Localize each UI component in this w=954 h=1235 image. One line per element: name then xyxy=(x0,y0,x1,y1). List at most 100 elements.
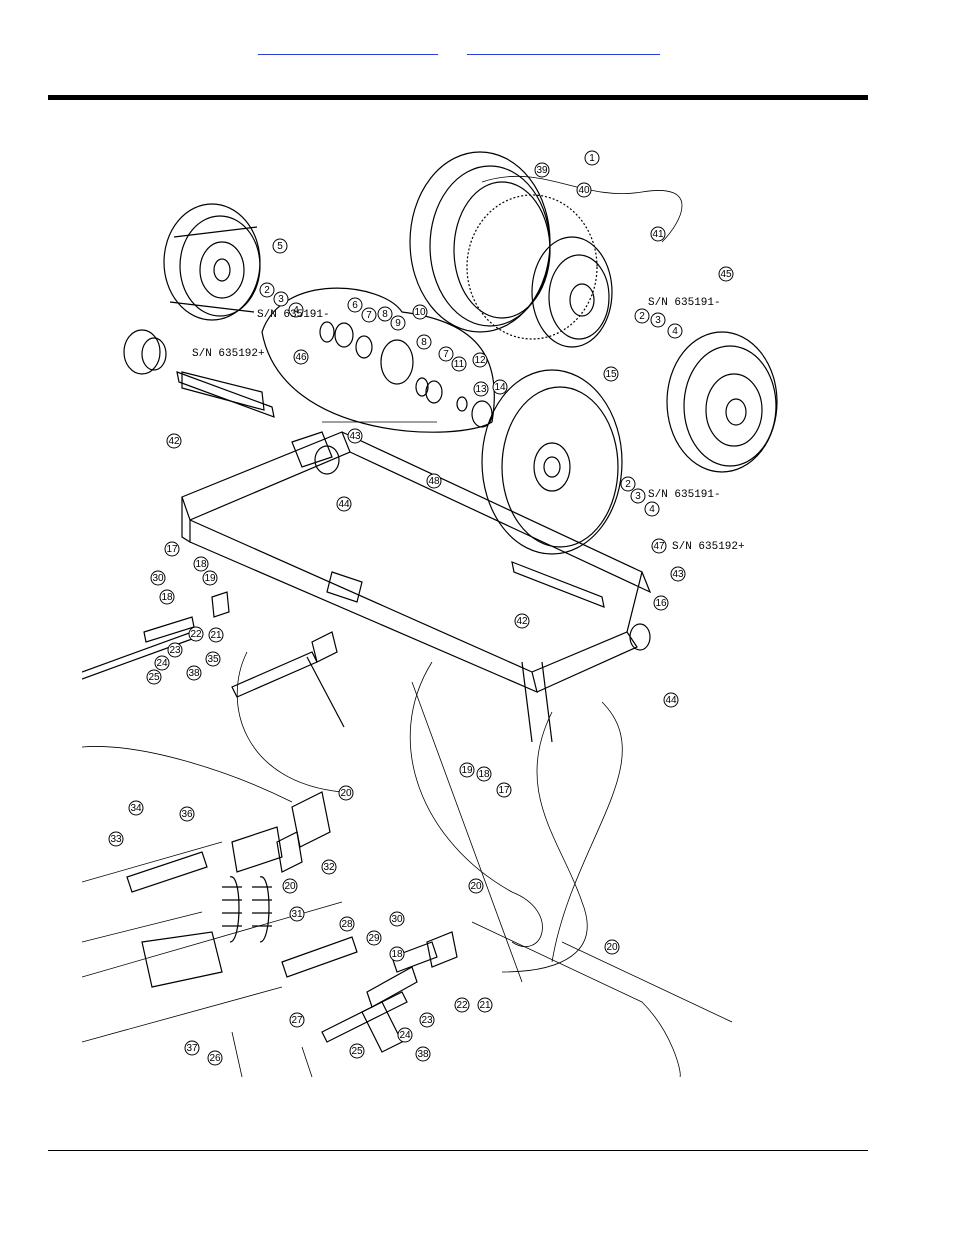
callout-14: 14 xyxy=(492,379,508,395)
axle-frame-drawing xyxy=(181,431,652,743)
svg-text:47: 47 xyxy=(653,541,665,552)
callout-48: 48 xyxy=(426,473,442,489)
callout-18c: 18 xyxy=(476,766,492,782)
svg-text:23: 23 xyxy=(169,645,181,656)
svg-text:27: 27 xyxy=(291,1015,303,1026)
callout-18d: 18 xyxy=(389,946,405,962)
nav-link-1[interactable] xyxy=(258,40,438,55)
serial-notes: S/N 635191- S/N 635192+ S/N 635191- S/N … xyxy=(192,297,745,553)
svg-text:2: 2 xyxy=(639,311,645,322)
callout-12: 12 xyxy=(472,352,488,368)
callout-21b: 21 xyxy=(477,997,493,1013)
callout-17b: 17 xyxy=(496,782,512,798)
callout-20c: 20 xyxy=(468,878,484,894)
svg-text:38: 38 xyxy=(417,1049,429,1060)
parts-diagram: 1 39 40 41 5 2 3 4 45 2 3 4 6 7 8 9 10 8… xyxy=(82,142,798,1077)
svg-text:21: 21 xyxy=(210,630,222,641)
callout-2: 2 xyxy=(259,282,275,298)
svg-text:24: 24 xyxy=(399,1030,411,1041)
callout-41: 41 xyxy=(650,226,666,242)
callout-22: 22 xyxy=(188,626,204,642)
svg-text:43: 43 xyxy=(349,431,361,442)
callout-47: 47 xyxy=(651,538,667,554)
svg-text:18: 18 xyxy=(195,559,207,570)
callout-37: 37 xyxy=(184,1040,200,1056)
callout-20d: 20 xyxy=(604,939,620,955)
svg-text:15: 15 xyxy=(605,369,617,380)
svg-text:23: 23 xyxy=(421,1015,433,1026)
svg-text:2: 2 xyxy=(625,479,631,490)
callout-19b: 19 xyxy=(459,762,475,778)
svg-text:32: 32 xyxy=(323,862,335,873)
callout-labels: 1 39 40 41 5 2 3 4 45 2 3 4 6 7 8 9 10 8… xyxy=(108,150,734,1066)
hub-left-drawing xyxy=(123,329,265,411)
callout-43b: 43 xyxy=(670,566,686,582)
svg-text:8: 8 xyxy=(421,337,427,348)
svg-text:37: 37 xyxy=(186,1043,198,1054)
callout-5: 5 xyxy=(272,238,288,254)
callout-23: 23 xyxy=(167,642,183,658)
callout-10: 10 xyxy=(412,304,428,320)
svg-text:4: 4 xyxy=(293,305,299,316)
callout-35: 35 xyxy=(205,651,221,667)
svg-text:3: 3 xyxy=(655,315,661,326)
callout-42: 42 xyxy=(166,433,182,449)
svg-text:42: 42 xyxy=(516,616,528,627)
svg-text:20: 20 xyxy=(470,881,482,892)
sn-note-4: S/N 635191- xyxy=(648,489,721,501)
svg-text:9: 9 xyxy=(395,318,401,329)
callout-8: 8 xyxy=(377,306,393,322)
svg-text:3: 3 xyxy=(635,491,641,502)
svg-text:11: 11 xyxy=(454,359,465,370)
svg-text:18: 18 xyxy=(478,769,490,780)
deck-outline-drawing xyxy=(82,746,733,1077)
svg-text:20: 20 xyxy=(284,881,296,892)
svg-text:38: 38 xyxy=(188,668,200,679)
callout-23b: 23 xyxy=(419,1012,435,1028)
callout-39: 39 xyxy=(534,162,550,178)
nav-link-2[interactable] xyxy=(467,40,660,55)
callout-22b: 22 xyxy=(454,997,470,1013)
callout-18: 18 xyxy=(193,556,209,572)
callout-31: 31 xyxy=(289,906,305,922)
svg-text:17: 17 xyxy=(166,544,178,555)
callout-2b: 2 xyxy=(634,308,650,324)
callout-33: 33 xyxy=(108,831,124,847)
callout-42b: 42 xyxy=(514,613,530,629)
callout-15: 15 xyxy=(603,366,619,382)
svg-text:46: 46 xyxy=(295,352,307,363)
callout-32: 32 xyxy=(321,859,337,875)
tire-15-drawing xyxy=(481,369,623,555)
callout-9: 9 xyxy=(390,315,406,331)
svg-text:19: 19 xyxy=(461,765,473,776)
svg-text:19: 19 xyxy=(204,573,216,584)
callout-44: 44 xyxy=(336,496,352,512)
svg-text:40: 40 xyxy=(578,185,590,196)
svg-text:2: 2 xyxy=(264,285,270,296)
svg-text:4: 4 xyxy=(649,504,655,515)
svg-text:22: 22 xyxy=(456,1000,468,1011)
tire-39-drawing xyxy=(409,151,613,348)
svg-text:14: 14 xyxy=(494,382,506,393)
svg-text:44: 44 xyxy=(338,499,350,510)
svg-text:4: 4 xyxy=(672,326,678,337)
callout-24: 24 xyxy=(154,655,170,671)
callout-8b: 8 xyxy=(416,334,432,350)
svg-text:8: 8 xyxy=(382,309,388,320)
svg-text:34: 34 xyxy=(130,803,142,814)
svg-text:1: 1 xyxy=(589,153,595,164)
callout-40: 40 xyxy=(576,182,592,198)
svg-text:41: 41 xyxy=(652,229,664,240)
callout-34: 34 xyxy=(128,800,144,816)
callout-38b: 38 xyxy=(415,1046,431,1062)
svg-text:25: 25 xyxy=(351,1046,363,1057)
header-rule xyxy=(48,95,868,100)
svg-text:44: 44 xyxy=(665,695,677,706)
callout-36: 36 xyxy=(179,806,195,822)
callout-7b: 7 xyxy=(438,346,454,362)
svg-text:36: 36 xyxy=(181,809,193,820)
svg-text:35: 35 xyxy=(207,654,219,665)
svg-text:42: 42 xyxy=(168,436,180,447)
svg-text:13: 13 xyxy=(475,384,487,395)
svg-text:12: 12 xyxy=(474,355,486,366)
